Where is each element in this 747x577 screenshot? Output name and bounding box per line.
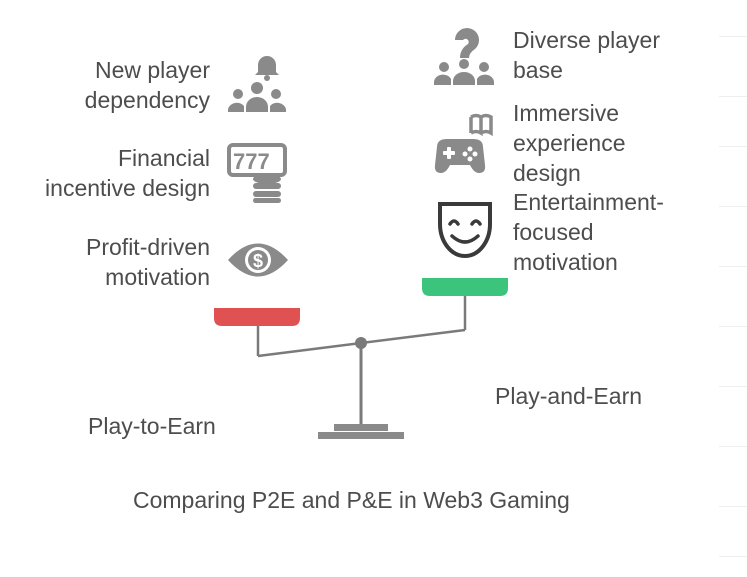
eye-dollar-icon: $ <box>228 243 288 277</box>
diagram-caption: Comparing P2E and P&E in Web3 Gaming <box>133 487 570 513</box>
svg-text:777: 777 <box>233 149 270 174</box>
right-item-label-3: Entertainment- focused motivation <box>513 189 664 275</box>
left-side-title: Play-to-Earn <box>88 413 216 439</box>
left-item-label-2: Financial incentive design <box>45 145 210 201</box>
left-item-label-3: Profit-driven motivation <box>86 234 210 290</box>
right-side-title: Play-and-Earn <box>495 383 643 409</box>
slot-machine-coins-icon: 777 <box>227 143 287 203</box>
svg-text:$: $ <box>253 251 263 271</box>
right-item-label-2: Immersive experience design <box>513 100 626 186</box>
right-pan <box>422 278 508 296</box>
left-pan <box>214 308 300 326</box>
left-item-label-1: New player dependency <box>84 57 210 113</box>
gamepad-book-icon <box>434 113 493 173</box>
smile-mask-icon <box>438 202 492 258</box>
scale-stand <box>318 337 404 439</box>
group-question-icon <box>434 28 494 85</box>
right-item-label-1: Diverse player base <box>513 27 660 83</box>
group-bell-icon <box>228 56 286 112</box>
